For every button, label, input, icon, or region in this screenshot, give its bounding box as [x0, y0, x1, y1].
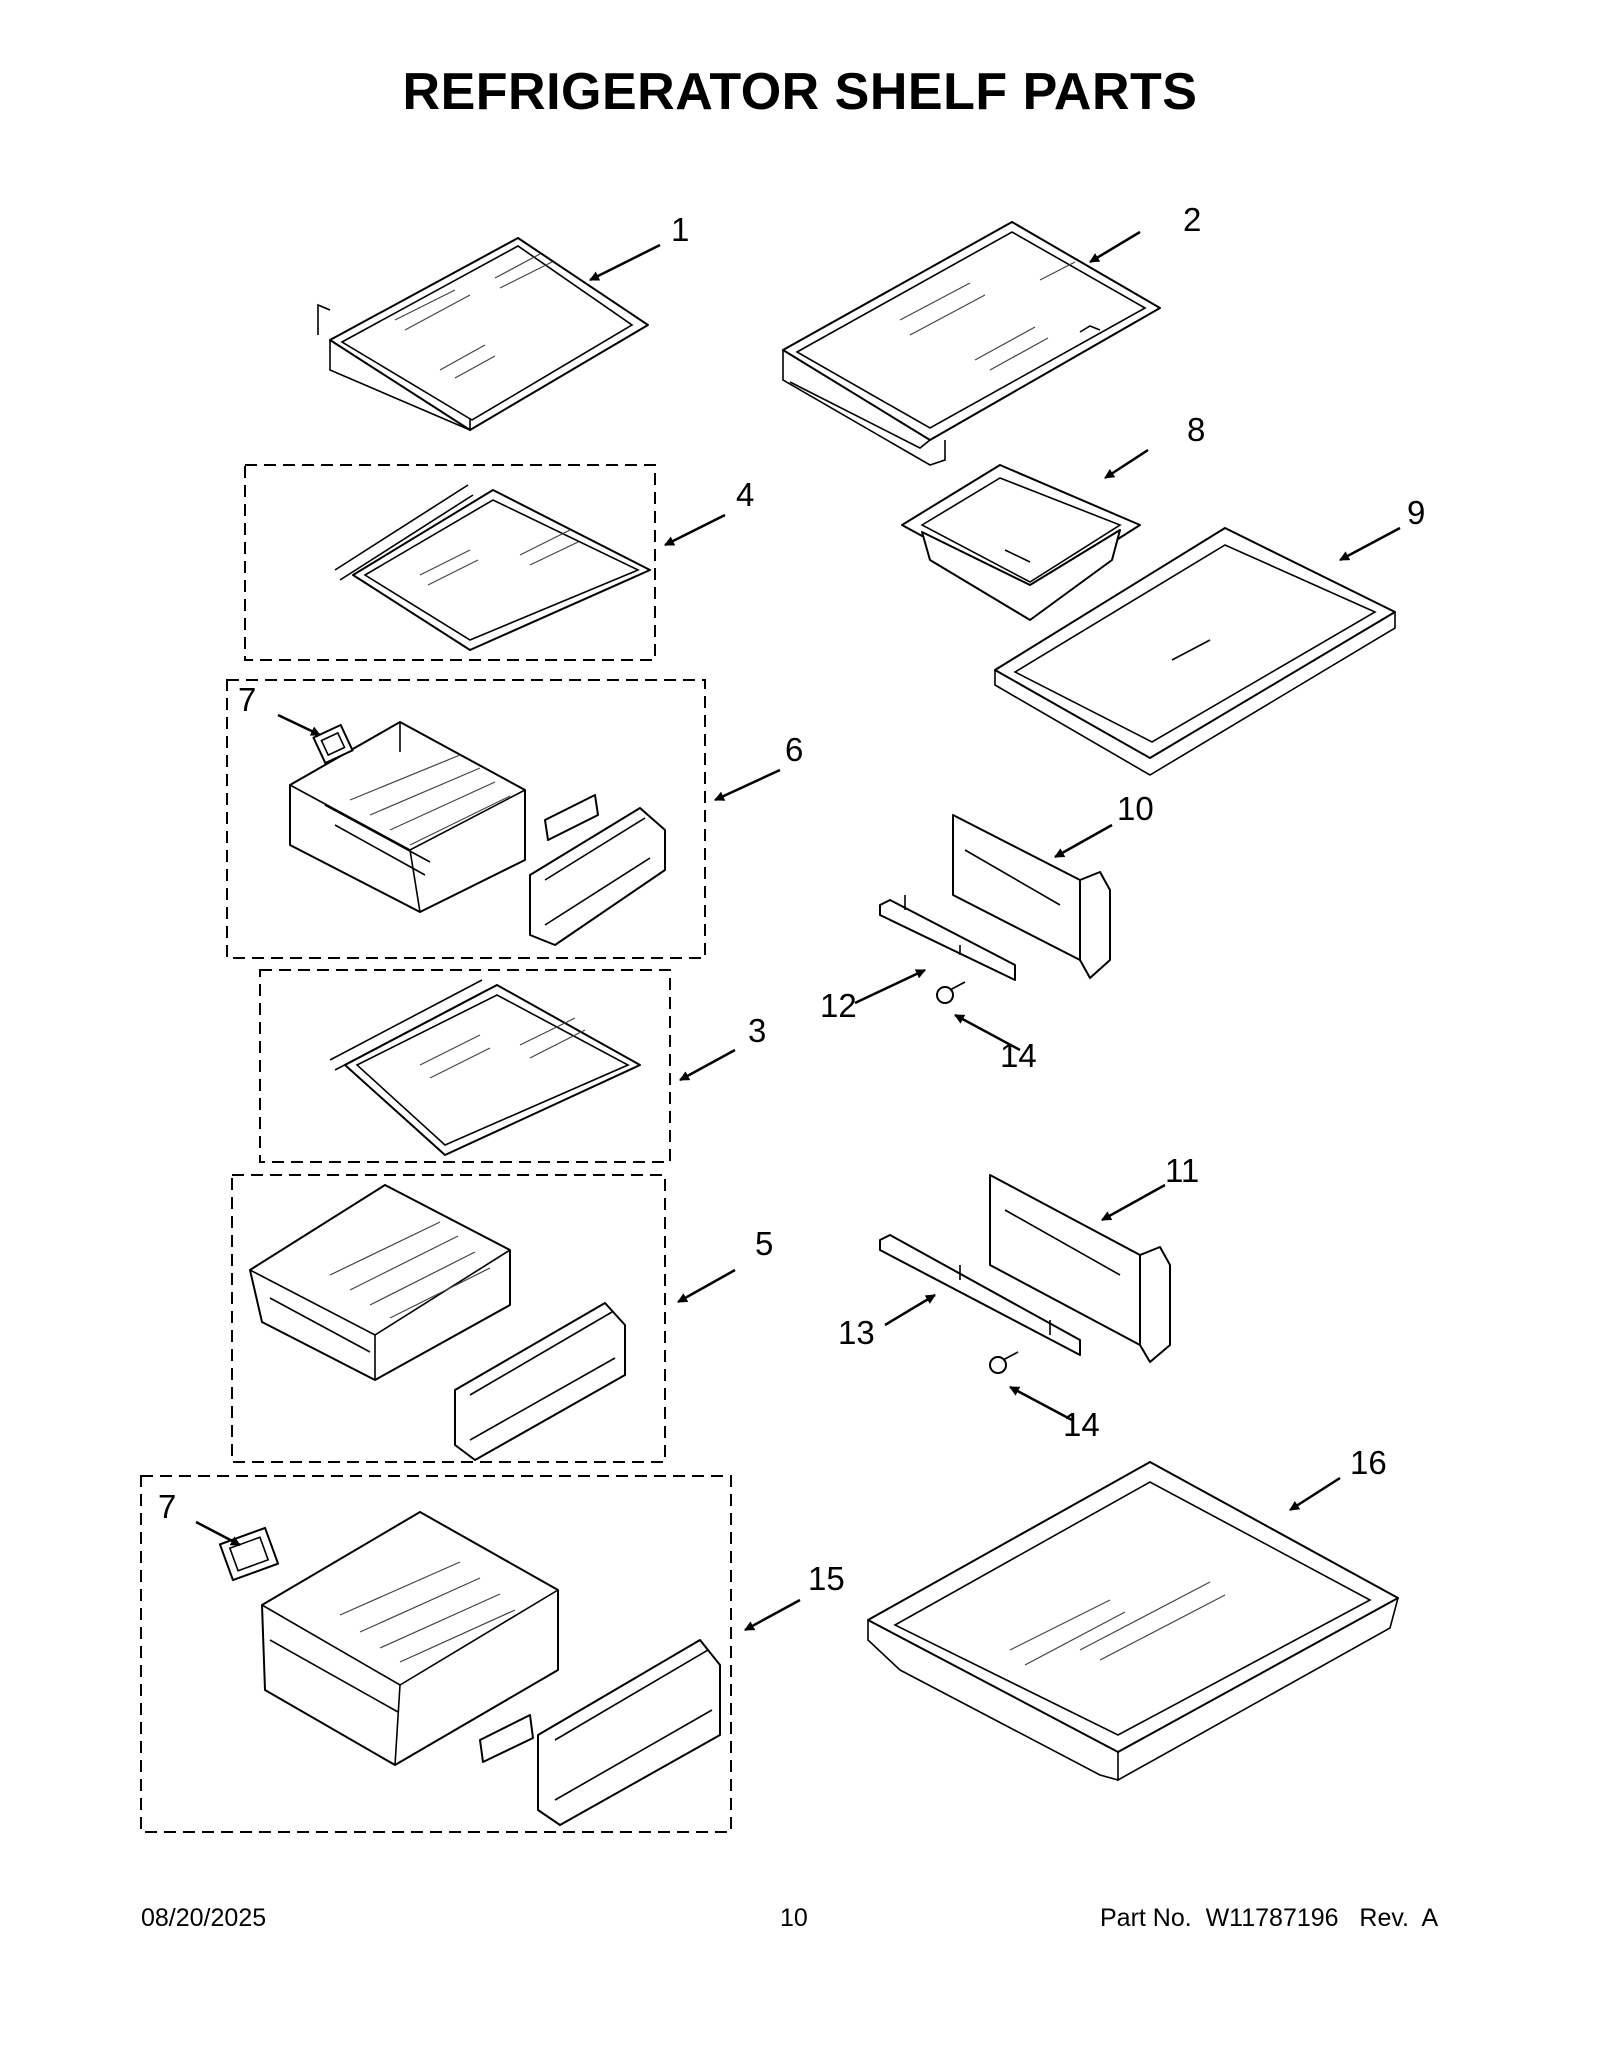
part-4-glass-shelf	[334, 484, 651, 651]
group-box-6	[226, 679, 706, 959]
callout-6: 6	[785, 731, 803, 768]
footer-date: 08/20/2025	[141, 1904, 267, 1932]
part-14-screw-lower	[989, 1351, 1019, 1374]
callout-12: 12	[820, 987, 857, 1024]
page-title: REFRIGERATOR SHELF PARTS	[402, 63, 1198, 121]
part-11-slide-bracket	[879, 1174, 1171, 1363]
callout-8: 8	[1187, 411, 1205, 448]
part-7-filter-cap-upper	[312, 723, 354, 765]
callout-5: 5	[755, 1225, 773, 1262]
group-box-3	[259, 969, 671, 1163]
part-8-small-bin	[901, 464, 1141, 621]
callout-1: 1	[671, 211, 689, 248]
part-1-glass-shelf	[317, 237, 649, 432]
part-14-screw-upper	[936, 981, 966, 1004]
callout-13: 13	[838, 1314, 875, 1351]
part-16-pan	[867, 1461, 1399, 1782]
leader-arrows	[195, 230, 1401, 1632]
part-6-crisper-drawer	[289, 721, 666, 946]
callout-10: 10	[1117, 790, 1154, 827]
callout-16: 16	[1350, 1444, 1387, 1481]
callout-11: 11	[1165, 1152, 1199, 1189]
callout-14-upper: 14	[1000, 1037, 1037, 1074]
part-7-filter-cap-lower	[218, 1526, 280, 1582]
footer-page-number: 10	[780, 1904, 808, 1932]
group-box-4	[244, 464, 656, 661]
callout-4: 4	[736, 476, 754, 513]
callout-9: 9	[1407, 494, 1425, 531]
callout-3: 3	[748, 1012, 766, 1049]
callout-15: 15	[808, 1560, 845, 1597]
part-9-tray	[994, 527, 1396, 776]
part-5-drawer	[249, 1184, 626, 1461]
footer-part-number: Part No. W11787196 Rev. A	[1100, 1904, 1439, 1932]
callout-14-lower: 14	[1063, 1406, 1100, 1443]
group-box-15	[140, 1475, 732, 1833]
callout-7-upper: 7	[238, 681, 256, 718]
part-15-drawer	[261, 1511, 721, 1826]
callout-7-lower: 7	[158, 1488, 176, 1525]
group-box-5	[231, 1174, 666, 1463]
part-2-glass-shelf	[782, 221, 1161, 466]
callout-2: 2	[1183, 201, 1201, 238]
part-3-glass-shelf	[329, 979, 641, 1156]
part-10-slide-bracket	[879, 814, 1111, 981]
